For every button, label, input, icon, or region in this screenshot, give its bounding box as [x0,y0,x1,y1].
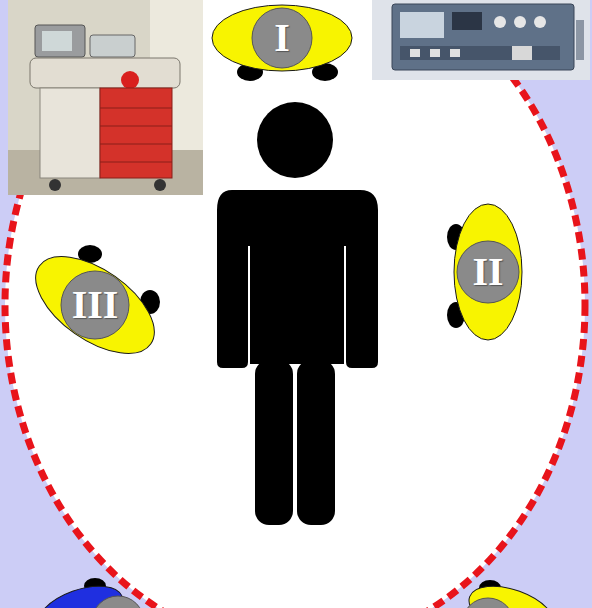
member-number: III [72,285,119,325]
cart-side [40,88,100,178]
drawer-line [100,108,172,109]
device-display [452,12,482,30]
cart-top [30,58,180,88]
circle-shape [61,271,129,339]
shoulders [212,5,352,71]
head-circle: II [456,240,520,304]
monitor [35,25,85,57]
shoulders [454,204,522,340]
team-member-one [212,5,352,81]
button [410,49,420,57]
wheel [49,179,61,191]
patient-figure [217,102,378,525]
patient-leg [255,360,293,525]
patient-torso [217,190,378,368]
cart-drawers [100,88,172,178]
head-circle [92,596,144,608]
button [430,49,440,57]
knob [534,16,546,28]
device-panel [392,4,574,70]
button [450,49,460,57]
knob [494,16,506,28]
defibrillator-photo [372,0,590,80]
drawer-line [100,126,172,127]
wheel [154,179,166,191]
crash-cart-photo [8,0,203,195]
head-circle: III [60,270,130,340]
team-member-three [19,237,171,372]
member-number: I [274,18,290,58]
member-number: II [472,252,503,292]
team-member-two [447,204,522,340]
equipment [90,35,135,57]
knob [514,16,526,28]
photo-ground [372,0,590,80]
button-row [400,46,560,60]
button [512,46,532,60]
drawer-line [100,144,172,145]
team-member-five [462,576,562,608]
photo-ground [8,0,203,195]
patient-head [257,102,333,178]
team-member-four [30,576,144,608]
team-zone [5,0,585,608]
head-circle: I [251,7,313,69]
circle-shape [457,241,519,303]
shoulders [19,237,171,372]
drawer-line [100,162,172,163]
patient-leg [297,360,335,525]
bracket [576,20,584,60]
device-display [400,12,444,38]
red-tube [121,71,139,89]
head-circle [462,598,514,608]
monitor-screen [42,31,72,51]
circle-shape [252,8,312,68]
